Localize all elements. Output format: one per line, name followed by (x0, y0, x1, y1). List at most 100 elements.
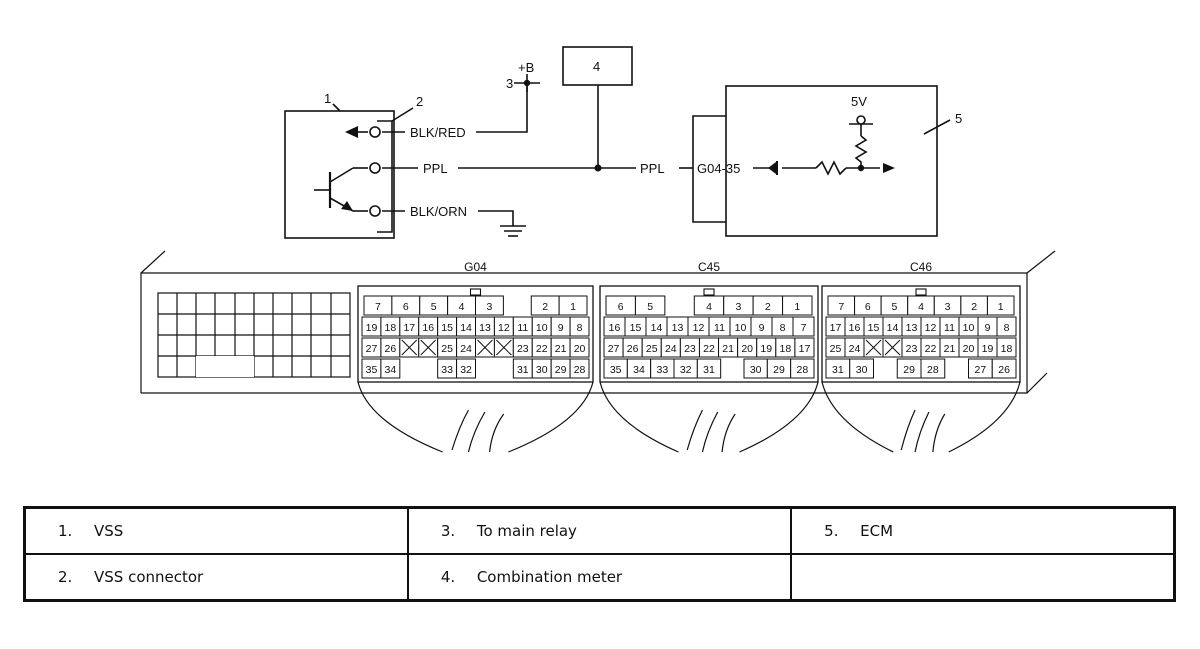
svg-text:27: 27 (366, 343, 378, 355)
connector-pin: 31 (696, 358, 722, 379)
connector-pin: 31 (512, 358, 533, 379)
vss-connector (377, 120, 393, 233)
svg-text:21: 21 (944, 343, 956, 355)
legend-number: 3. (440, 522, 456, 540)
connector-pin: 7 (363, 295, 393, 316)
connector-pin: 3 (723, 295, 754, 316)
svg-text:6: 6 (618, 301, 624, 313)
label-5v: 5V (851, 94, 867, 109)
svg-text:16: 16 (849, 322, 861, 334)
connector-pin: 14 (882, 316, 903, 337)
connector-pin: 9 (550, 316, 571, 337)
connector-pin: 22 (531, 337, 552, 358)
connector-pin: 23 (679, 337, 700, 358)
connector-pin: 4 (447, 295, 476, 316)
label-plus-b: +B (518, 60, 534, 75)
svg-text:20: 20 (741, 343, 753, 355)
connector-name-label: G04 (464, 260, 487, 274)
svg-text:14: 14 (887, 322, 899, 334)
svg-text:29: 29 (903, 364, 915, 376)
svg-text:24: 24 (849, 343, 861, 355)
svg-text:11: 11 (517, 322, 528, 334)
svg-text:9: 9 (558, 322, 564, 334)
svg-text:1: 1 (998, 301, 1004, 313)
connector-pin: 12 (493, 316, 514, 337)
svg-text:32: 32 (460, 364, 472, 376)
connector-pin: 6 (391, 295, 421, 316)
connector-pin: 11 (939, 316, 960, 337)
connector-pin: 21 (939, 337, 960, 358)
connector-pin: 3 (933, 295, 962, 316)
legend-number: 1. (58, 522, 73, 540)
svg-text:11: 11 (944, 322, 955, 334)
svg-text:32: 32 (680, 364, 692, 376)
connector-pin: 3 (475, 295, 504, 316)
svg-text:1: 1 (570, 301, 576, 313)
connector-pin: 2 (752, 295, 784, 316)
connector-pin: 25 (825, 337, 846, 358)
connector-pin: 24 (844, 337, 865, 358)
legend-text: ECM (860, 522, 894, 540)
connector-pin: 32 (456, 358, 477, 379)
connector-pin: 28 (569, 358, 590, 379)
legend-number: 4. (440, 568, 456, 586)
connector-pin: 4 (907, 295, 935, 316)
svg-text:12: 12 (498, 322, 510, 334)
legend-row: 2.VSS connector 4.Combination meter (23, 553, 1176, 602)
wire-harness (599, 381, 819, 453)
connector-pin: 35 (603, 358, 628, 379)
connector-pin: 24 (456, 337, 477, 358)
svg-text:28: 28 (927, 364, 939, 376)
connector-pin: 17 (825, 316, 846, 337)
svg-text:26: 26 (627, 343, 639, 355)
connector-pin: 13 (666, 316, 689, 337)
connector-pin: 8 (996, 316, 1017, 337)
svg-text:23: 23 (517, 343, 529, 355)
connector-pin: 5 (880, 295, 909, 316)
connector-pin: 19 (361, 316, 382, 337)
connector-pin (399, 337, 420, 358)
connector-name-label: C46 (910, 260, 932, 274)
connector-pin: 32 (673, 358, 698, 379)
svg-text:23: 23 (684, 343, 696, 355)
connector-pin (882, 337, 903, 358)
connector-pin: 26 (622, 337, 643, 358)
legend-item-vss-connector: 2.VSS connector (23, 553, 409, 602)
svg-text:25: 25 (646, 343, 658, 355)
svg-text:15: 15 (630, 322, 642, 334)
connector-pin: 15 (863, 316, 884, 337)
connector-pin: 29 (550, 358, 571, 379)
connector-pin: 29 (766, 358, 792, 379)
svg-text:30: 30 (750, 364, 762, 376)
svg-text:7: 7 (801, 322, 807, 334)
legend-item-ecm: 5.ECM (790, 506, 1176, 555)
svg-text:6: 6 (403, 301, 409, 313)
svg-text:12: 12 (693, 322, 705, 334)
svg-text:22: 22 (925, 343, 937, 355)
svg-text:23: 23 (906, 343, 918, 355)
connector-pin: 1 (558, 295, 588, 316)
connector-pin: 30 (849, 358, 874, 379)
svg-text:15: 15 (868, 322, 880, 334)
connector-pin: 28 (920, 358, 946, 379)
svg-text:1: 1 (794, 301, 800, 313)
svg-text:13: 13 (672, 322, 684, 334)
svg-text:3: 3 (945, 301, 951, 313)
svg-text:7: 7 (838, 301, 844, 313)
svg-text:20: 20 (963, 343, 975, 355)
svg-text:14: 14 (651, 322, 663, 334)
legend-table: 1.VSS 3.To main relay 5.ECM 2.VSS connec… (23, 506, 1176, 602)
connector-pin: 6 (605, 295, 636, 316)
label-vss-number: 1 (324, 91, 331, 106)
svg-text:30: 30 (856, 364, 868, 376)
connector-pin: 16 (418, 316, 439, 337)
svg-text:33: 33 (441, 364, 453, 376)
connector-pin: 9 (977, 316, 998, 337)
connector-pin (475, 337, 495, 358)
connector-pin: 9 (750, 316, 773, 337)
legend-number: 2. (58, 568, 73, 586)
connector-pin: 5 (634, 295, 666, 316)
